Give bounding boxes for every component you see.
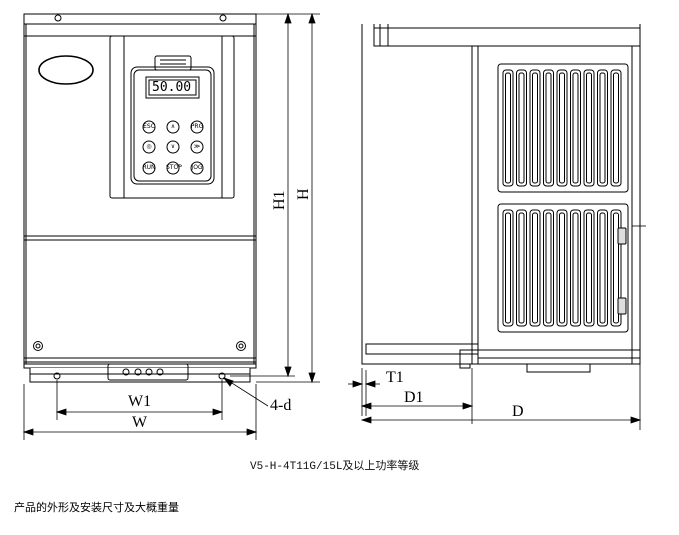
section-note: 产品的外形及安装尺寸及大概重量 <box>14 501 179 514</box>
vent-slot-inner <box>572 212 579 324</box>
dim-label-holes: 4-d <box>270 397 292 414</box>
vent-slot <box>502 69 514 187</box>
vent-slot <box>597 69 608 187</box>
vent-slot <box>583 209 595 327</box>
vent-slot-inner <box>532 72 538 184</box>
vent-slot <box>570 69 581 187</box>
vent-slot-inner <box>613 212 619 324</box>
dim-label-t1: T1 <box>386 369 404 386</box>
cover-screw-left <box>33 341 43 351</box>
vent-slot <box>570 209 581 327</box>
dim-label-d: D <box>512 403 524 420</box>
vent-slot-inner <box>613 72 619 184</box>
dimension-lines <box>22 12 646 440</box>
up-key <box>166 120 180 134</box>
terminal-block <box>107 363 189 381</box>
vent-lower <box>497 203 629 333</box>
brand-logo <box>38 55 94 85</box>
key-label-enter: ◎ <box>146 143 152 150</box>
enter-key <box>142 140 156 154</box>
dim-label-d1: D1 <box>404 389 424 406</box>
vent-slot-inner <box>586 72 592 184</box>
vent-slot <box>543 69 554 187</box>
side-view <box>361 24 641 373</box>
vent-upper <box>497 63 629 193</box>
latch-lower <box>617 297 627 315</box>
key-label-prg: PRG <box>190 123 204 130</box>
key-label-stop: STOP <box>166 164 182 171</box>
vent-slot-inner <box>559 212 565 324</box>
vent-slot-inner <box>545 212 552 324</box>
shift-key <box>190 140 204 154</box>
dim-label-w: W <box>132 414 148 431</box>
vent-slot-inner <box>518 212 525 324</box>
vent-slot <box>556 69 568 187</box>
keypad-panel <box>130 66 215 185</box>
run-key <box>142 161 156 175</box>
key-label-jog: JOG <box>191 164 203 171</box>
key-label-up: ∧ <box>170 123 176 130</box>
vent-slot-inner <box>599 212 606 324</box>
drive-body <box>23 23 257 365</box>
front-view <box>23 13 257 383</box>
latch-upper <box>617 227 627 245</box>
vent-slot <box>583 69 595 187</box>
key-label-esc: ESC <box>143 123 155 130</box>
vent-slot <box>543 209 554 327</box>
vent-slot-inner <box>518 72 525 184</box>
stop-key <box>166 161 180 175</box>
vent-slot-inner <box>505 212 511 324</box>
led-display <box>145 76 200 99</box>
vent-slot <box>610 69 622 187</box>
vent-slot-inner <box>572 72 579 184</box>
vent-slot <box>597 209 608 327</box>
display-reading: 50.00 <box>152 80 192 95</box>
vent-slot <box>556 209 568 327</box>
vent-slot-inner <box>599 72 606 184</box>
vent-slot <box>502 209 514 327</box>
jog-key <box>190 161 204 175</box>
dim-label-h1: H1 <box>271 190 288 210</box>
cover-screw-right <box>236 341 246 351</box>
vent-slot-inner <box>545 72 552 184</box>
dim-label-w1: W1 <box>128 393 152 410</box>
vent-slot <box>610 209 622 327</box>
model-caption: V5-H-4T11G/15L及以上功率等级 <box>250 461 420 473</box>
vent-slot-inner <box>586 212 592 324</box>
vent-slot-inner <box>559 72 565 184</box>
key-label-shift: ≫ <box>193 143 201 150</box>
vent-slot-inner <box>532 212 538 324</box>
vent-slot <box>529 69 541 187</box>
key-label-run: RUN <box>142 164 156 171</box>
vent-slot <box>516 69 527 187</box>
vent-slot <box>516 209 527 327</box>
key-label-down: ∨ <box>170 143 176 150</box>
dim-label-h: H <box>295 188 312 200</box>
prg-key <box>190 120 204 134</box>
vent-slot-inner <box>505 72 511 184</box>
vent-slot <box>529 209 541 327</box>
down-key <box>166 140 180 154</box>
esc-key <box>142 120 156 134</box>
